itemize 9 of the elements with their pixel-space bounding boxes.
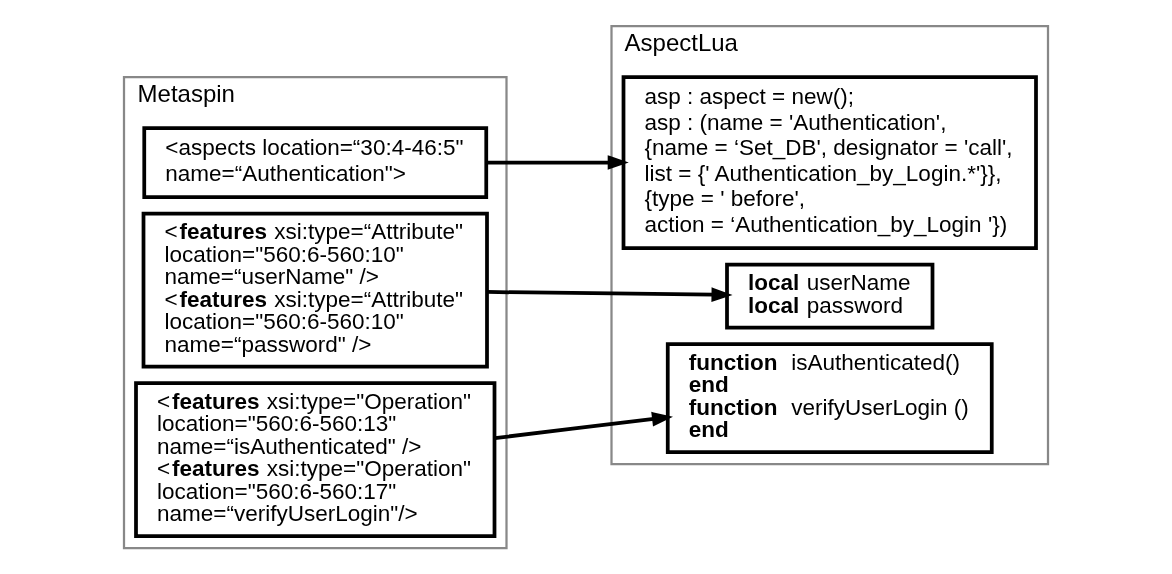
arrow	[494, 411, 673, 440]
arrow	[486, 155, 629, 170]
arrow	[487, 287, 733, 302]
node-box: <aspects location=“30:4-46:5" name=“Authentication">	[142, 126, 489, 199]
node-box: <features xsi:type="Operation" location="560:6-560:13" name=“isAuthenticated" /> <features xsi:type="Operation" location="560:6-560:17" name=“verifyUserLogin"/>	[134, 381, 497, 538]
node-box: <features xsi:type=“Attribute" location="560:6-560:10" name=“userName" /> <features xsi:type=“Attribute" location="560:6-560:10" name=“password" />	[141, 211, 489, 369]
node-box: asp : aspect = new(); asp : (name = 'Authentication', {name = ‘Set_DB', designator = 'call', list = {' Authentication_by_Login.*'}}, {type = ' before', action = ‘Authentication_by_Login '})	[621, 75, 1038, 250]
node-box: local userName local password	[725, 262, 935, 330]
node-box: function isAuthenticated() end function verifyUserLogin () end	[665, 342, 994, 454]
